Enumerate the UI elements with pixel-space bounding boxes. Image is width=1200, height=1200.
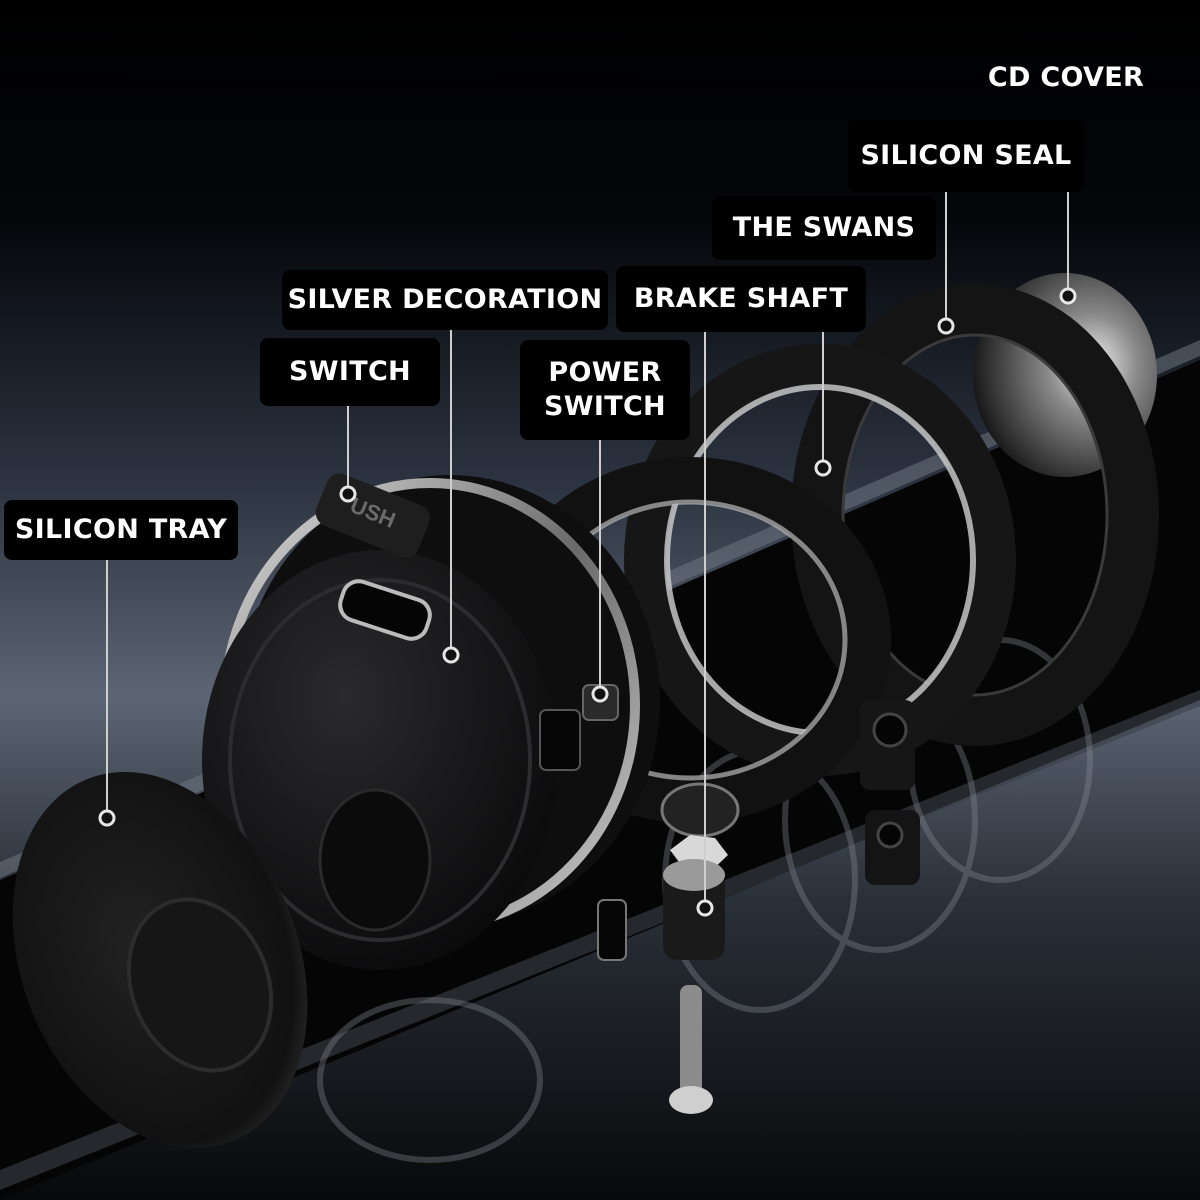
clamp-foot-hole (876, 821, 904, 849)
label-silver-decoration: SILVER DECORATION (282, 270, 608, 330)
main-body-face (202, 550, 558, 970)
side-port-lower (597, 899, 627, 961)
label-the-swans: THE SWANS (712, 196, 936, 260)
leader-lines (106, 190, 1069, 908)
label-silicon-seal: SILICON SEAL (848, 120, 1084, 192)
brake-knob (660, 782, 740, 838)
brake-pin-head (669, 1086, 713, 1114)
marker-the-swans (814, 459, 832, 477)
silicon-tray-inner (126, 897, 274, 1073)
side-port (539, 709, 581, 771)
main-body-face-groove (228, 578, 532, 942)
main-body-window (338, 579, 432, 641)
marker-silicon-tray (98, 809, 116, 827)
label-brake-shaft: BRAKE SHAFT (616, 266, 866, 332)
brake-pin (680, 985, 702, 1095)
marker-cd-cover (1059, 287, 1077, 305)
silicon-seal-ring-edge (841, 333, 1109, 697)
marker-switch (339, 485, 357, 503)
label-switch: SWITCH (260, 338, 440, 406)
marker-power-switch (591, 685, 609, 703)
marker-brake-shaft (696, 899, 714, 917)
brake-cylinder (663, 870, 725, 960)
brake-cylinder-top (663, 859, 725, 891)
clamp-hole (872, 712, 908, 748)
marker-silver-decoration (442, 646, 460, 664)
label-silicon-tray: SILICON TRAY (4, 500, 238, 560)
leader-markers (98, 287, 1077, 917)
marker-silicon-seal (937, 317, 955, 335)
label-cd-cover: CD COVER (987, 62, 1145, 93)
label-power-switch: POWER SWITCH (520, 340, 690, 440)
main-body-hub (318, 788, 432, 932)
